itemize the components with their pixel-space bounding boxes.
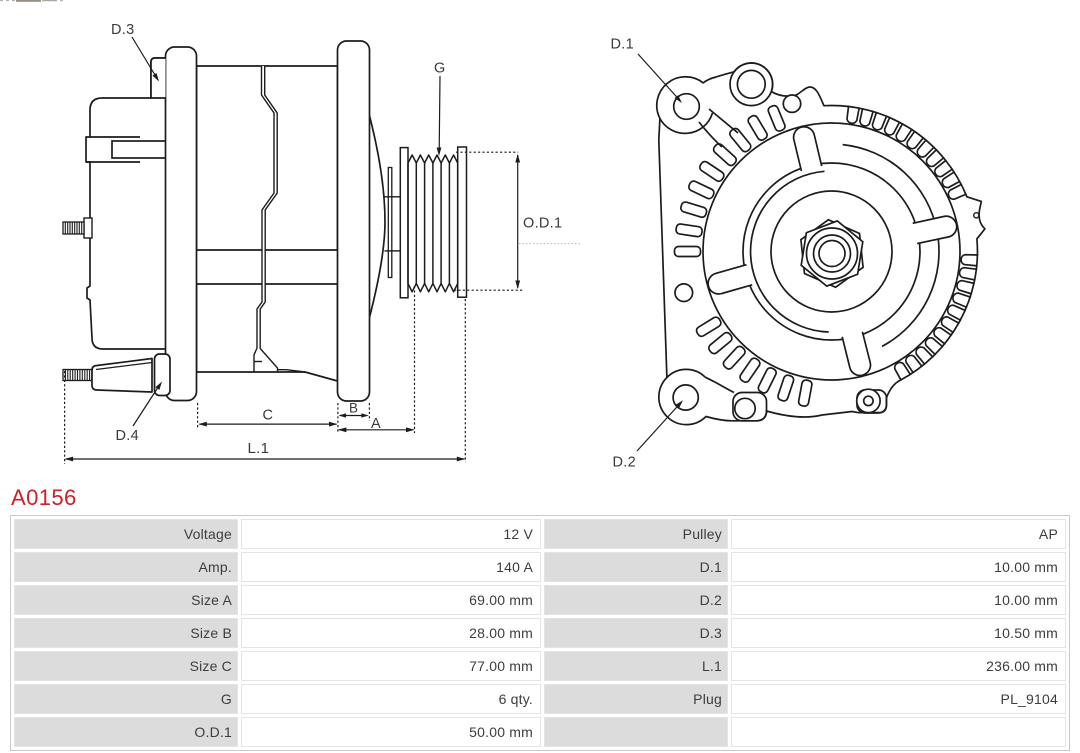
svg-text:D.1: D.1 — [611, 37, 634, 53]
svg-text:D.3: D.3 — [111, 22, 134, 38]
svg-text:L.1: L.1 — [248, 440, 270, 457]
svg-text:D.4: D.4 — [116, 428, 139, 444]
svg-text:A: A — [371, 416, 381, 432]
svg-text:D.2: D.2 — [613, 455, 636, 471]
svg-text:G: G — [434, 61, 446, 77]
svg-text:O.D.1: O.D.1 — [523, 216, 562, 232]
svg-text:B: B — [349, 401, 358, 416]
svg-text:C: C — [263, 408, 274, 424]
